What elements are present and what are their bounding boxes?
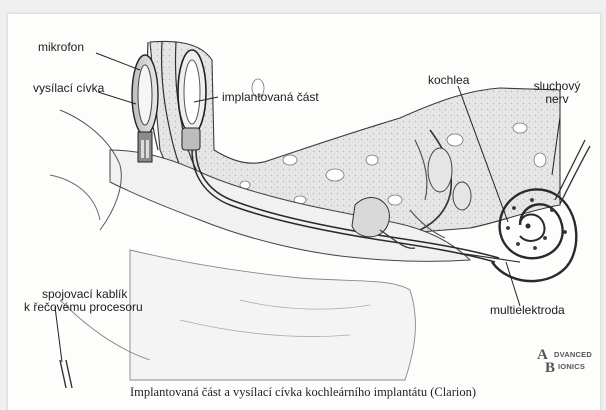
label-multielectrode: multielektroda [490,304,565,317]
lower-tissue [60,250,415,380]
label-cochlea: kochlea [428,74,469,87]
label-auditory-nerve-line2: nerv [524,93,590,106]
processor-cable [60,360,72,388]
label-connector-cable: spojovací kablík k řečovému procesoru [24,288,143,314]
transmitter-coil [132,55,158,162]
figure-caption: Implantovaná část a vysílací cívka kochl… [0,385,606,400]
label-transmitter-coil: vysílací cívka [33,82,104,95]
logo-line1: DVANCED [554,351,592,359]
label-connector-cable-line2: k řečovému procesoru [24,301,143,314]
logo-letter-b: B [545,360,555,374]
label-microphone: mikrofon [38,41,84,54]
logo-line2: IONICS [558,363,585,371]
advanced-bionics-logo: A B DVANCED IONICS [536,346,598,374]
label-implanted-part: implantovaná část [222,91,319,104]
label-auditory-nerve: sluchový nerv [524,80,590,106]
